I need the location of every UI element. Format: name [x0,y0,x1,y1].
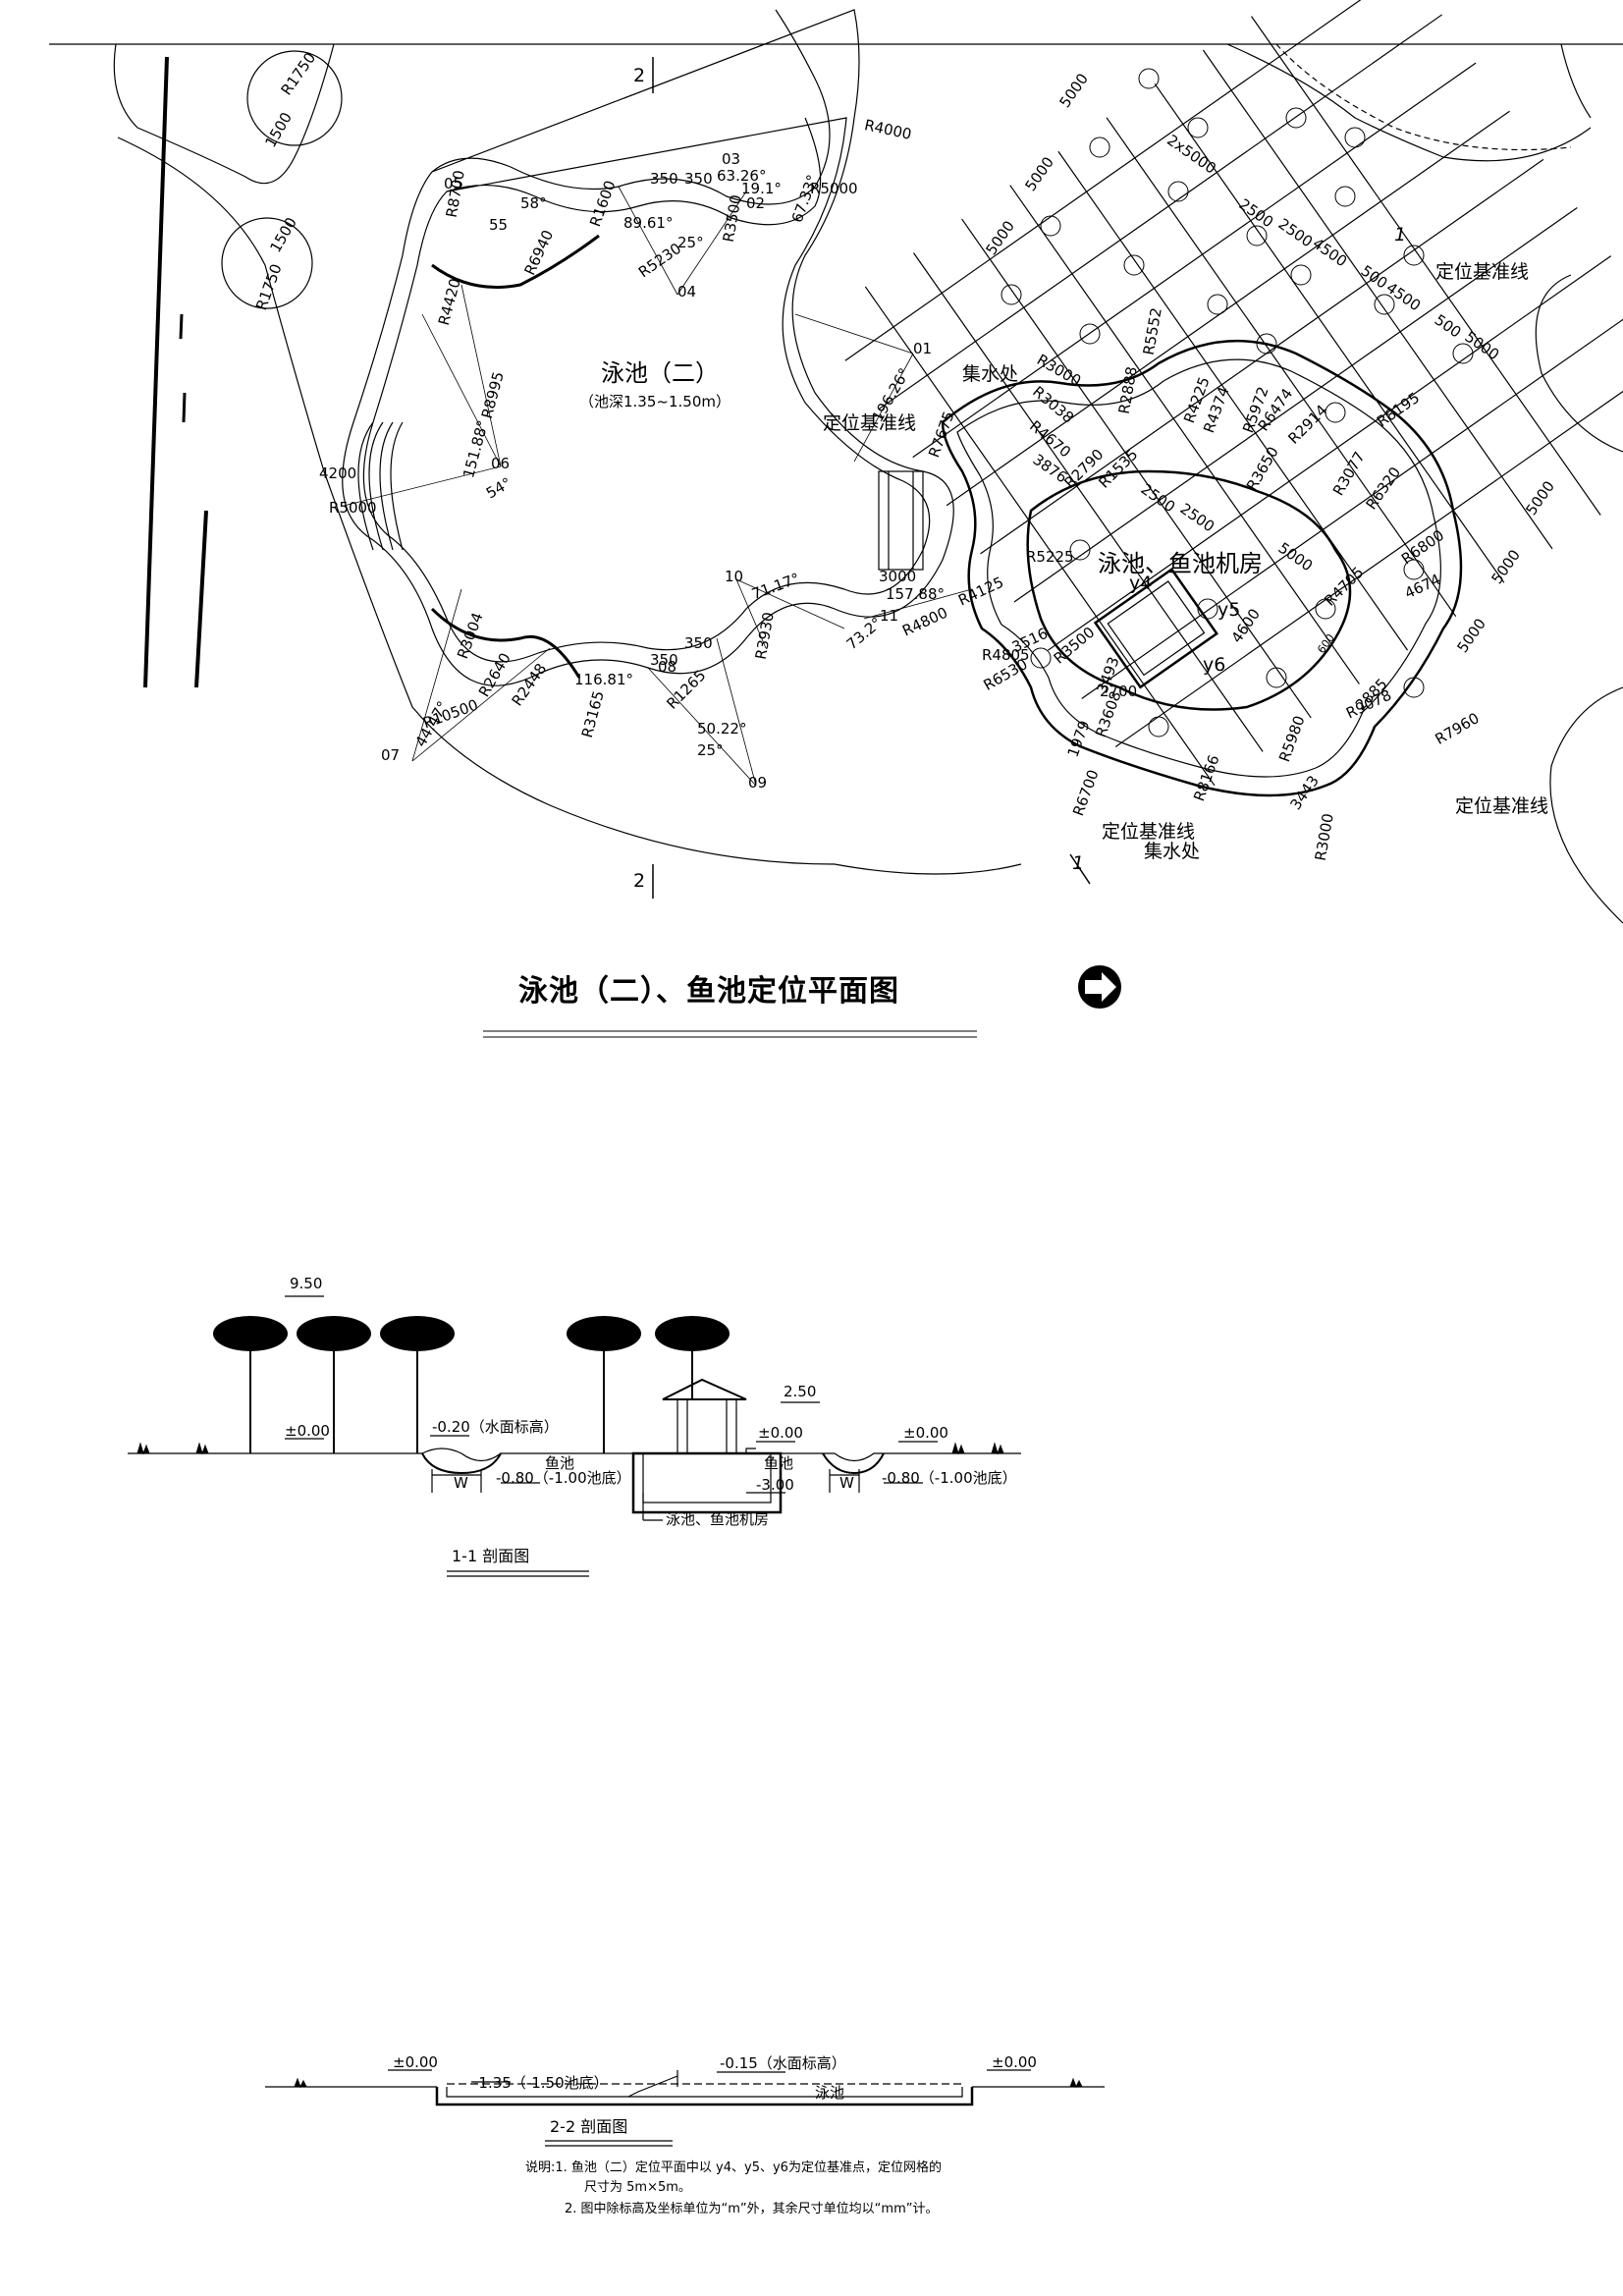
section1-bottom-elev: -0.80（-1.00池底） [882,1469,1017,1487]
angle-label: 19.1° [741,180,782,197]
section-marker-top: 2 [633,65,646,86]
point-label: 01 [913,340,933,357]
section2-ground-elev: ±0.00 [393,2053,438,2071]
note-line: 2. 图中除标高及坐标单位为“m”外，其余尺寸单位均以“mm”计。 [565,2202,939,2216]
datum-line-label: 定位基准线 [1435,261,1530,283]
section2-ground-elev: ±0.00 [992,2053,1037,2071]
section1-top-elev: 9.50 [290,1275,323,1292]
datum-line-label: 定位基准线 [1102,821,1196,843]
plan-drawing [49,0,1623,1038]
section2-water-level: -0.15（水面标高） [720,2054,846,2072]
section1-ground-elev: ±0.00 [758,1424,803,1442]
dimension-label: 350 [684,634,713,652]
point-label: 02 [746,194,766,212]
pool-depth: （池深1.35~1.50m） [579,393,730,410]
dimension-label: 2700 [1100,683,1138,700]
note-line: 说明:1. 鱼池（二）定位平面中以 y4、y5、y6为定位基准点，定位网格的 [525,2160,942,2175]
dimension-label: 4200 [319,465,357,482]
radius-label: R5000 [810,180,858,197]
datum-line-label: 定位基准线 [823,412,917,434]
water-collect-label: 集水处 [962,363,1019,385]
point-label: 09 [748,774,768,792]
datum-point-label: y4 [1129,573,1153,594]
section2-pool-label: 泳池 [815,2084,845,2102]
plan-title: 泳池（二）、鱼池定位平面图 [518,974,899,1009]
radius-label: R5225 [1026,548,1074,566]
dimension-label: 350 [684,170,713,188]
point-label: 11 [880,607,899,625]
angle-label: 25° [677,234,704,251]
section1-roof-elev: 2.50 [784,1383,817,1400]
dimension-label: 350 [650,651,678,669]
section1-ground-elev: ±0.00 [903,1424,948,1442]
north-arrow-icon [1078,965,1121,1009]
section2-title: 2-2 剖面图 [550,2117,628,2136]
angle-label: 116.81° [574,671,633,688]
pool-label: 泳池（二） [601,359,719,387]
angle-label: 25° [697,741,724,759]
angle-label: 63.26° [717,167,767,185]
note-line: 尺寸为 5m×5m。 [584,2180,691,2195]
section-marker-1a: 1 [1394,224,1407,246]
section1-w-dim: W [454,1474,468,1492]
dimension-label: 55 [489,216,509,234]
radius-label: R5000 [329,499,377,517]
pump-room-label: 泳池、鱼池机房 [1098,550,1263,577]
angle-label: 50.22° [697,720,747,738]
point-label: 06 [491,455,511,472]
dimension-label: 350 [650,170,678,188]
point-label: 03 [722,150,741,168]
section2-bottom-elev: -1.35（-1.50池底） [473,2074,609,2092]
point-label: 07 [381,746,401,764]
section1-fish-pool-label: 鱼池 [545,1454,575,1472]
section1-bottom-elev: -0.80（-1.00池底） [496,1469,631,1487]
section1-water-level: -0.20（水面标高） [432,1418,559,1436]
point-label: 05 [444,175,463,192]
section-marker-1b: 1 [1072,852,1085,874]
section1-w-dim: W [839,1474,854,1492]
angle-label: 58° [520,194,547,212]
section-marker-bottom: 2 [633,870,646,892]
datum-point-label: y6 [1203,654,1226,676]
angle-label: 157.88° [886,585,945,603]
point-label: 10 [725,568,744,585]
radius-label: R4805 [982,646,1030,664]
angle-label: 89.61° [623,214,674,232]
datum-line-label: 定位基准线 [1455,795,1549,817]
section1-room-label: 泳池、鱼池机房 [666,1510,770,1528]
datum-point-label: y5 [1217,599,1241,621]
section1-title: 1-1 剖面图 [452,1547,530,1565]
dimension-label: 3000 [879,568,917,585]
section1-fish-pool-label: 鱼池 [764,1454,794,1472]
section1-room-bottom: -3.00 [756,1476,794,1494]
point-label: 08 [658,658,677,676]
water-collect-label: 集水处 [1144,841,1201,862]
section1-ground-elev: ±0.00 [285,1422,330,1440]
point-label: 04 [677,283,697,301]
